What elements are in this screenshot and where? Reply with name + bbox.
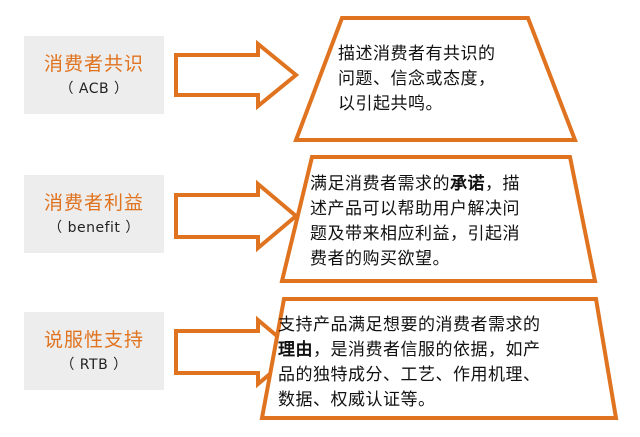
label-box-consumer-benefit: 消费者利益 （ benefit ）: [24, 175, 164, 253]
label-title: 消费者共识: [43, 53, 144, 75]
content-line: 述产品可以帮助用户解决问: [310, 199, 520, 219]
content-text-2: 满足消费者需求的承诺，描 述产品可以帮助用户解决问 题及带来相应利益，引起消 费…: [310, 172, 520, 272]
label-subtitle: （ RTB ）: [60, 357, 128, 373]
content-line: 题及带来相应利益，引起消: [310, 224, 520, 244]
label-box-consumer-consensus: 消费者共识 （ ACB ）: [24, 36, 164, 114]
label-subtitle: （ benefit ）: [48, 220, 140, 236]
content-line: 理由，是消费者信服的依据，如产: [278, 340, 541, 360]
trapezoid-1: [293, 16, 578, 142]
content-text-3: 支持产品满足想要的消费者需求的 理由，是消费者信服的依据，如产 品的独特成分、工…: [278, 313, 541, 413]
content-line: 品的独特成分、工艺、作用机理、: [278, 365, 541, 385]
trapezoid-3: [259, 297, 619, 420]
content-line: 以引起共鸣。: [338, 94, 443, 114]
emphasis-promise: 承诺: [450, 174, 485, 194]
emphasis-reason: 理由: [278, 340, 313, 360]
content-line: 满足消费者需求的承诺，描: [310, 174, 520, 194]
arrow-2: [174, 179, 300, 253]
content-line: 数据、权威认证等。: [278, 390, 436, 410]
content-text-1: 描述消费者有共识的 问题、信念或态度， 以引起共鸣。: [338, 42, 496, 117]
label-title: 消费者利益: [43, 192, 144, 214]
trapezoid-2: [279, 155, 598, 283]
label-subtitle: （ ACB ）: [59, 81, 129, 97]
label-box-persuasive-support: 说服性支持 （ RTB ）: [24, 312, 164, 390]
arrow-1: [174, 39, 300, 111]
content-line: 问题、信念或态度，: [338, 69, 496, 89]
content-line: 支持产品满足想要的消费者需求的: [278, 315, 541, 335]
label-title: 说服性支持: [43, 329, 144, 351]
content-line: 描述消费者有共识的: [338, 44, 496, 64]
content-line: 费者的购买欲望。: [310, 249, 450, 269]
